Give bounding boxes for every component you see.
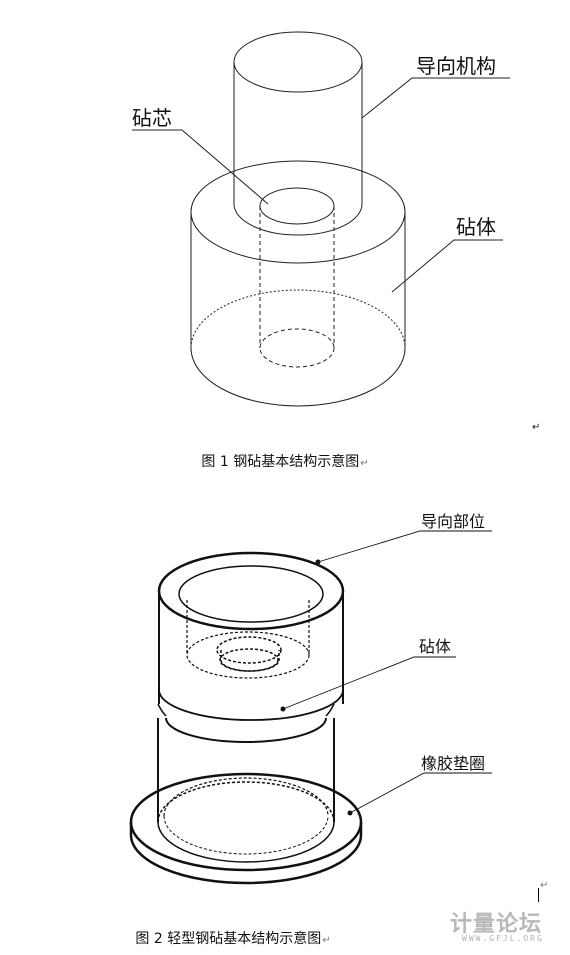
leader-gasket <box>349 772 492 814</box>
guide-top-ellipse <box>233 31 363 93</box>
figure-1-caption: 图 1 钢砧基本结构示意图↵ <box>35 451 535 471</box>
return-mark: ↵ <box>540 880 549 891</box>
anvil-body-top-ellipse <box>190 160 406 264</box>
leader-guide <box>361 77 510 119</box>
guide-base-front <box>233 203 363 236</box>
leader-guide-part <box>317 530 492 563</box>
site-watermark: 计量论坛 WWW.GFJL.ORG <box>450 906 565 951</box>
anvil-body-bottom-front <box>190 347 406 407</box>
guide-top-inner <box>178 565 324 623</box>
figure-1-caption-text: 图 1 钢砧基本结构示意图 <box>201 454 360 470</box>
anvil-core-top-ellipse <box>259 187 335 225</box>
label-guide-mechanism: 导向机构 <box>416 54 496 78</box>
neck-front <box>165 717 327 743</box>
label-guide-part: 导向部位 <box>421 512 485 531</box>
return-mark: ↵ <box>532 422 540 433</box>
figure-2-drawing: 导向部位 砧体 橡胶垫圈 <box>129 512 492 885</box>
figure-1-drawing: 导向机构 砧芯 砧体 ↵ <box>132 31 540 433</box>
anvil-core-bottom-ellipse <box>259 328 335 368</box>
leader-body <box>391 239 503 293</box>
anvil-core-top <box>216 636 282 664</box>
return-mark: ↵ <box>322 935 331 946</box>
label-anvil-body: 砧体 <box>419 637 451 656</box>
gasket-bottom-front <box>129 834 363 885</box>
watermark-sub: WWW.GFJL.ORG <box>462 934 544 943</box>
label-anvil-body: 砧体 <box>456 215 496 239</box>
leader-core <box>132 129 269 205</box>
label-anvil-core: 砧芯 <box>132 106 172 130</box>
return-mark: ↵ <box>360 458 369 469</box>
figure-2-caption-text: 图 2 轻型钢砧基本结构示意图 <box>135 931 322 947</box>
figure-2-caption: 图 2 轻型钢砧基本结构示意图↵ <box>0 928 518 948</box>
lower-body-bottom-front <box>157 821 335 863</box>
anvil-body-bottom-back <box>190 289 406 349</box>
leader-anvil-body <box>282 656 456 710</box>
upper-body-bottom-front <box>158 689 344 721</box>
label-rubber-gasket: 橡胶垫圈 <box>421 754 485 773</box>
watermark-main: 计量论坛 <box>450 912 543 937</box>
text-cursor <box>538 888 539 902</box>
